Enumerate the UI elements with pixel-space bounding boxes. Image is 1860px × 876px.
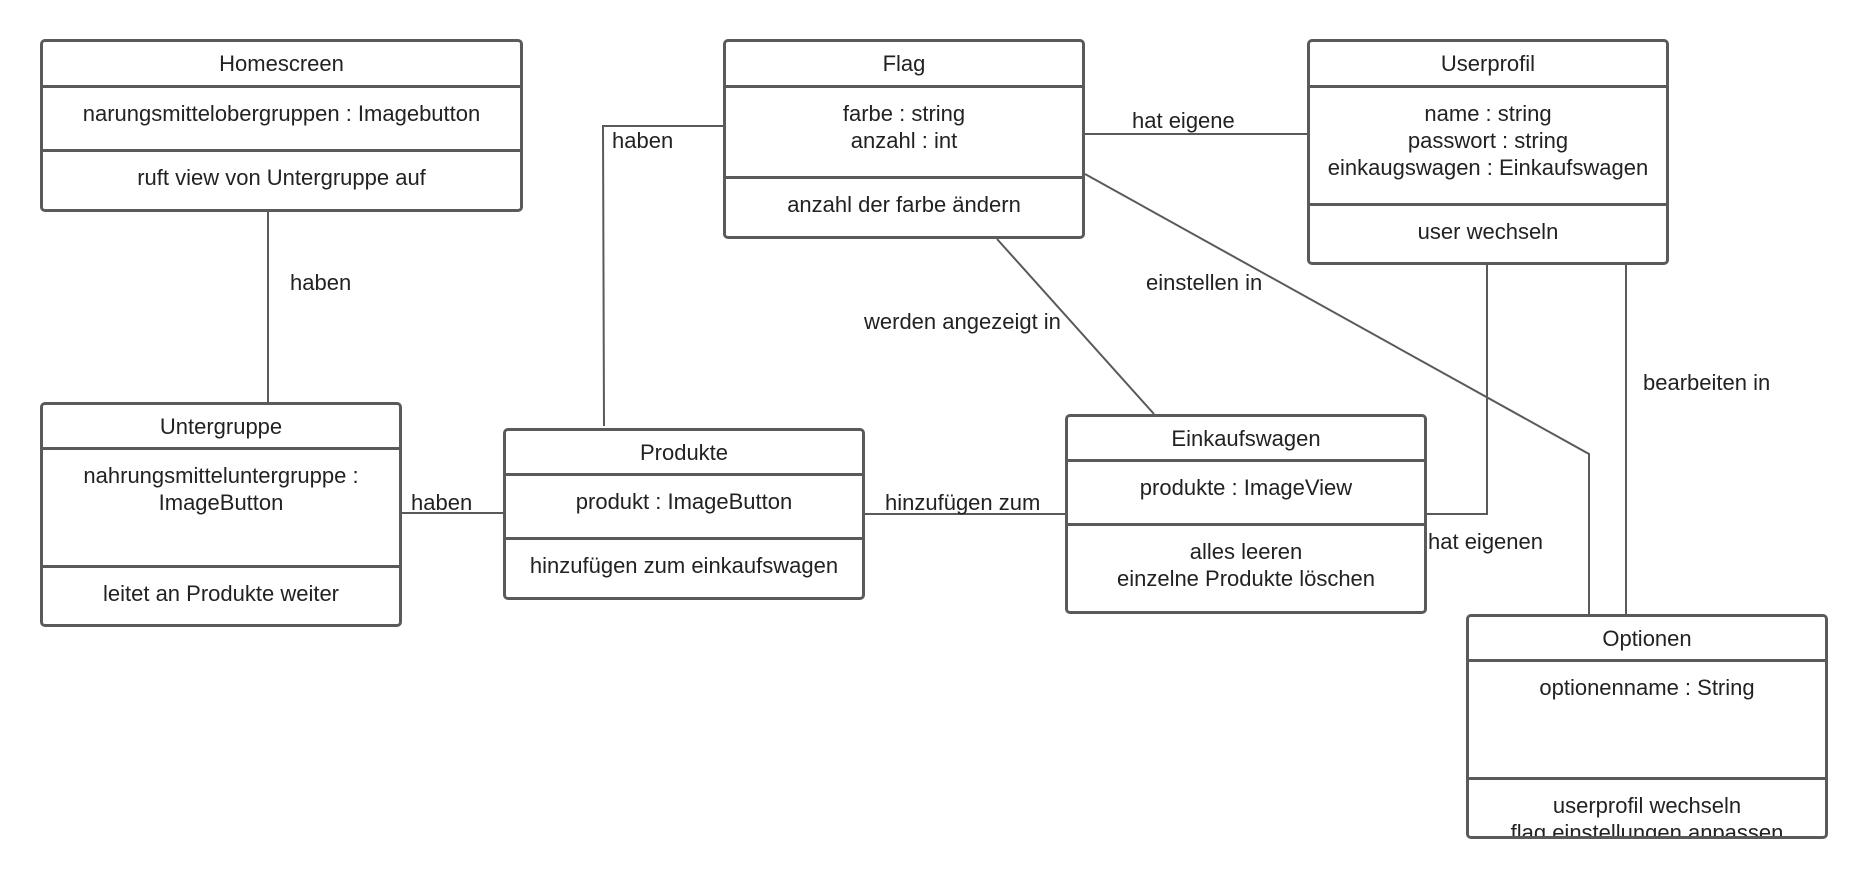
relation-label-flag-optionen: einstellen in: [1146, 270, 1263, 295]
class-methods: ruft view von Untergruppe auf: [43, 149, 520, 209]
class-name: Untergruppe: [159, 413, 283, 439]
method: alles leeren: [1189, 539, 1303, 564]
class-name: Produkte: [639, 439, 729, 465]
class-userprofil[interactable]: Userprofil name : string passwort : stri…: [1307, 39, 1669, 265]
connector-produkte-flag: [601, 125, 723, 427]
class-name: Flag: [882, 51, 926, 76]
class-flag[interactable]: Flag farbe : string anzahl : int anzahl …: [723, 39, 1085, 239]
class-methods: leitet an Produkte weiter: [43, 565, 399, 624]
class-header: Userprofil: [1310, 42, 1666, 85]
attribute: anzahl : int: [850, 128, 958, 153]
method: flag einstellungen anpassen: [1510, 820, 1784, 836]
method: anzahl der farbe ändern: [787, 192, 1021, 217]
class-homescreen[interactable]: Homescreen narungsmittelobergruppen : Im…: [40, 39, 523, 212]
class-produkte[interactable]: Produkte produkt : ImageButton hinzufüge…: [503, 428, 865, 600]
attribute: passwort : string: [1407, 128, 1569, 153]
class-attributes: produkte : ImageView: [1068, 459, 1424, 523]
class-attributes: name : string passwort : string einkaugs…: [1310, 85, 1666, 203]
relation-label-homescreen-untergruppe: haben: [290, 270, 352, 295]
method: ruft view von Untergruppe auf: [137, 165, 426, 190]
class-methods: alles leeren einzelne Produkte löschen: [1068, 523, 1424, 611]
method: einzelne Produkte löschen: [1116, 566, 1376, 591]
relation-label-flag-einkaufswagen: werden angezeigt in: [864, 309, 1061, 334]
class-einkaufswagen[interactable]: Einkaufswagen produkte : ImageView alles…: [1065, 414, 1427, 614]
class-attributes: narungsmittelobergruppen : Imagebutton: [43, 85, 520, 149]
method: leitet an Produkte weiter: [102, 581, 340, 606]
attribute: ImageButton: [158, 490, 284, 515]
attribute: produkte : ImageView: [1139, 475, 1353, 500]
attribute: narungsmittelobergruppen : Imagebutton: [82, 101, 481, 126]
attribute: optionenname : String: [1539, 675, 1755, 700]
class-methods: anzahl der farbe ändern: [726, 176, 1082, 236]
class-name: Userprofil: [1440, 51, 1536, 76]
class-attributes: optionenname : String: [1469, 659, 1825, 777]
attribute: einkaugswagen : Einkaufswagen: [1327, 155, 1649, 180]
relation-label-flag-userprofil: hat eigene: [1132, 108, 1235, 133]
class-name: Optionen: [1602, 625, 1692, 651]
relation-label-userprofil-optionen: bearbeiten in: [1643, 370, 1771, 395]
class-methods: hinzufügen zum einkaufswagen: [506, 537, 862, 597]
class-untergruppe[interactable]: Untergruppe nahrungsmitteluntergruppe : …: [40, 402, 402, 627]
class-methods: user wechseln: [1310, 203, 1666, 262]
class-methods: userprofil wechseln flag einstellungen a…: [1469, 777, 1825, 836]
relation-label-produkte-flag: haben: [612, 128, 674, 153]
attribute: nahrungsmitteluntergruppe :: [83, 463, 359, 488]
class-attributes: produkt : ImageButton: [506, 473, 862, 537]
connector-flag-optionen: [1084, 173, 1590, 614]
connector-flag-einkaufswagen: [996, 238, 1155, 415]
class-optionen[interactable]: Optionen optionenname : String userprofi…: [1466, 614, 1828, 839]
class-header: Untergruppe: [43, 405, 399, 447]
relation-label-untergruppe-produkte: haben: [411, 490, 473, 515]
attribute: farbe : string: [842, 101, 966, 126]
class-header: Optionen: [1469, 617, 1825, 659]
class-name: Einkaufswagen: [1171, 425, 1321, 451]
relation-label-einkaufswagen-userprofil: hat eigenen: [1428, 529, 1543, 554]
method: user wechseln: [1417, 219, 1559, 244]
class-header: Einkaufswagen: [1068, 417, 1424, 459]
class-name: Homescreen: [219, 51, 344, 76]
class-attributes: farbe : string anzahl : int: [726, 85, 1082, 176]
attribute: produkt : ImageButton: [575, 489, 793, 514]
relation-label-produkte-einkaufswagen: hinzufügen zum: [885, 490, 1041, 515]
class-header: Produkte: [506, 431, 862, 473]
class-header: Flag: [726, 42, 1082, 85]
method: userprofil wechseln: [1552, 793, 1742, 818]
class-attributes: nahrungsmitteluntergruppe : ImageButton: [43, 447, 399, 565]
attribute: name : string: [1424, 101, 1552, 126]
class-header: Homescreen: [43, 42, 520, 85]
connector-einkaufswagen-userprofil: [1427, 265, 1488, 515]
method: hinzufügen zum einkaufswagen: [529, 553, 839, 578]
